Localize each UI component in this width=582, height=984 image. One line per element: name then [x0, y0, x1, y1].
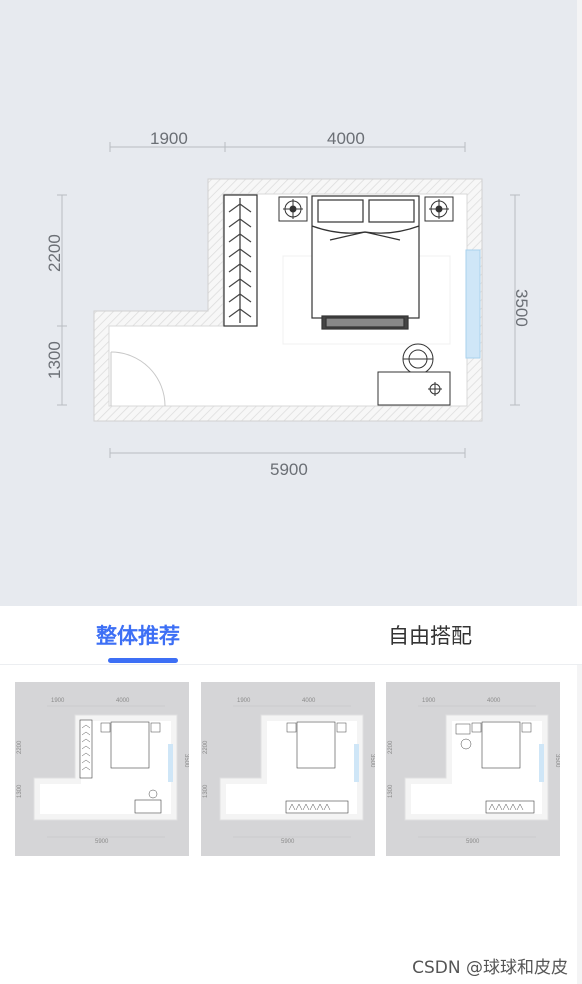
- card-dim: 1900: [237, 698, 251, 704]
- dim-top-left: 1900: [150, 129, 188, 148]
- door: [110, 351, 166, 407]
- nightstand-left: [278, 196, 308, 222]
- armchair: [402, 343, 434, 375]
- layout-card-2[interactable]: 1900 4000 2200 1300 3500 5900: [201, 682, 375, 856]
- floorplan-canvas[interactable]: 1900 4000 2200 1300 3500 5900: [0, 0, 582, 606]
- dim-left-bottom: 1300: [45, 341, 64, 379]
- desk: [377, 371, 451, 406]
- nightstand-right: [424, 196, 454, 222]
- dim-top-right: 4000: [327, 129, 365, 148]
- dim-bottom: 5900: [270, 460, 308, 479]
- card-dim: 1300: [203, 784, 209, 798]
- layout-card-3[interactable]: 1900 4000 2200 1300 3500 5900: [386, 682, 560, 856]
- dimension-lines: [57, 142, 520, 458]
- card-dim: 3500: [183, 754, 189, 768]
- layout-card-list: 1900 4000 2200 1300 3500 5900: [0, 682, 582, 858]
- card-dim: 2200: [203, 740, 209, 754]
- dim-left-top: 2200: [45, 234, 64, 272]
- card-dim: 1900: [422, 698, 436, 704]
- card-dim: 4000: [302, 698, 316, 704]
- dim-right: 3500: [512, 289, 531, 327]
- active-tab-indicator: [108, 658, 178, 663]
- bed: [311, 195, 420, 330]
- card-dim: 3500: [554, 754, 560, 768]
- card-dim: 1300: [17, 784, 23, 798]
- card-dim: 5900: [281, 839, 295, 845]
- card-dim: 1900: [51, 698, 65, 704]
- tab-free-match[interactable]: 自由搭配: [388, 624, 472, 648]
- card-dim: 1300: [388, 784, 394, 798]
- wardrobe: [223, 194, 258, 327]
- card-dim: 4000: [487, 698, 501, 704]
- tab-overall-recommend[interactable]: 整体推荐: [96, 624, 180, 648]
- card-dim: 2200: [17, 740, 23, 754]
- scrollbar-track: [577, 0, 582, 984]
- card-dim: 5900: [95, 839, 109, 845]
- card-dim: 2200: [388, 740, 394, 754]
- layout-card-1[interactable]: 1900 4000 2200 1300 3500 5900: [15, 682, 189, 856]
- card-dim: 4000: [116, 698, 130, 704]
- watermark: CSDN @球球和皮皮: [412, 958, 568, 978]
- window: [465, 249, 481, 359]
- card-dim: 3500: [369, 754, 375, 768]
- card-dim: 5900: [466, 839, 480, 845]
- tab-bar: 整体推荐 自由搭配: [0, 606, 582, 665]
